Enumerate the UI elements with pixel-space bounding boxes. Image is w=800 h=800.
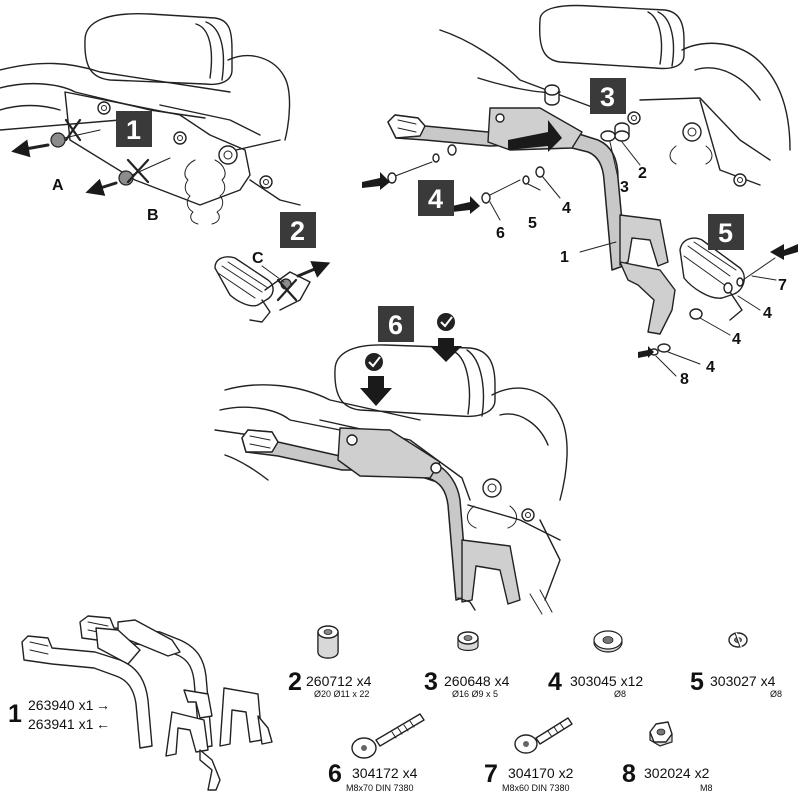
part-2-spec: Ø20 Ø11 x 22 xyxy=(314,689,369,699)
part-4-code: 303045 x12 xyxy=(570,673,643,689)
part-8-number: 8 xyxy=(622,760,636,788)
callout-step3-4: 4 xyxy=(562,200,571,217)
callout-step5-4a: 4 xyxy=(763,305,772,322)
checkmark-icon xyxy=(437,313,455,331)
part-6-code: 304172 x4 xyxy=(352,765,418,781)
insert-arrow xyxy=(770,244,798,260)
washer-icon xyxy=(593,630,623,653)
panel-step-1: A B 1 xyxy=(0,13,301,225)
bolt-long-icon xyxy=(351,713,425,759)
step-1-number: 1 xyxy=(126,115,141,145)
part-1-illustration xyxy=(21,615,273,791)
check-arrow xyxy=(430,338,462,362)
insert-arrow xyxy=(508,120,562,152)
panel-step-6: 6 xyxy=(214,306,568,615)
arrow-right-icon: → xyxy=(96,697,110,713)
part-4-spec: Ø8 xyxy=(614,689,626,699)
bolt-icon xyxy=(514,717,573,754)
callout-step5-7: 7 xyxy=(778,277,787,294)
callout-step3-3: 3 xyxy=(620,179,629,196)
part-3-spec: Ø16 Ø9 x 5 xyxy=(452,689,498,699)
step-5-number: 5 xyxy=(718,218,733,248)
callout-step3-2: 2 xyxy=(638,165,647,182)
step-4-number: 4 xyxy=(428,184,443,214)
step-6-badge xyxy=(378,306,414,342)
part-7-code: 304170 x2 xyxy=(508,765,574,781)
check-arrow xyxy=(360,376,392,406)
part-8-spec: M8 xyxy=(700,783,713,793)
insert-arrow xyxy=(638,346,654,358)
nut-icon xyxy=(649,721,673,747)
part-7-number: 7 xyxy=(484,760,498,788)
panel-step-3-4-5: 2 3 5 4 6 1 7 4 4 4 8 3 4 5 xyxy=(362,4,798,388)
lock-washer-icon xyxy=(728,632,748,648)
part-3-number: 3 xyxy=(424,668,438,696)
parts-list: 1 263940 x1 → 263941 x1 ← 2 260712 x4 Ø2… xyxy=(8,615,782,793)
callout-step5-4c: 4 xyxy=(706,359,715,376)
part-1-number: 1 xyxy=(8,700,22,728)
step-4-badge xyxy=(418,180,454,216)
part-3-code: 260648 x4 xyxy=(444,673,510,689)
part-5-spec: Ø8 xyxy=(770,689,782,699)
step-5-badge xyxy=(708,214,744,250)
insert-arrow xyxy=(452,196,480,214)
part-2-number: 2 xyxy=(288,668,302,696)
callout-step5-8: 8 xyxy=(680,371,689,388)
part-7-spec: M8x60 DIN 7380 xyxy=(502,783,570,793)
part-4-number: 4 xyxy=(548,668,562,696)
step-2-number: 2 xyxy=(290,216,305,246)
spacer-small-icon xyxy=(457,631,479,652)
bolt-part-6 xyxy=(387,144,545,204)
panel-step-2: C 2 xyxy=(214,212,331,323)
part-6-spec: M8x70 DIN 7380 xyxy=(346,783,414,793)
callout-A: A xyxy=(52,177,64,194)
callout-step3-1: 1 xyxy=(560,249,569,266)
spacer-icon xyxy=(317,625,339,659)
callout-step3-6: 6 xyxy=(496,225,505,242)
part-5-number: 5 xyxy=(690,668,704,696)
callout-step3-5: 5 xyxy=(528,215,537,232)
step-3-number: 3 xyxy=(600,82,615,112)
callout-B: B xyxy=(147,207,159,224)
part-1-code-left: 263941 x1 xyxy=(28,716,94,732)
step-1-badge xyxy=(116,111,152,147)
step-2-badge xyxy=(280,212,316,248)
part-1-code-right: 263940 x1 xyxy=(28,697,94,713)
part-6-number: 6 xyxy=(328,760,342,788)
arrow-left-icon: ← xyxy=(96,716,110,732)
checkmark-icon xyxy=(365,353,383,371)
spacer-part-2 xyxy=(544,84,630,142)
part-5-code: 303027 x4 xyxy=(710,673,776,689)
step-6-number: 6 xyxy=(388,310,403,340)
callout-step5-4b: 4 xyxy=(732,331,741,348)
callout-C: C xyxy=(252,250,264,267)
part-8-code: 302024 x2 xyxy=(644,765,710,781)
part-2-code: 260712 x4 xyxy=(306,673,372,689)
insert-arrow xyxy=(362,172,390,190)
step-3-badge xyxy=(590,78,626,114)
